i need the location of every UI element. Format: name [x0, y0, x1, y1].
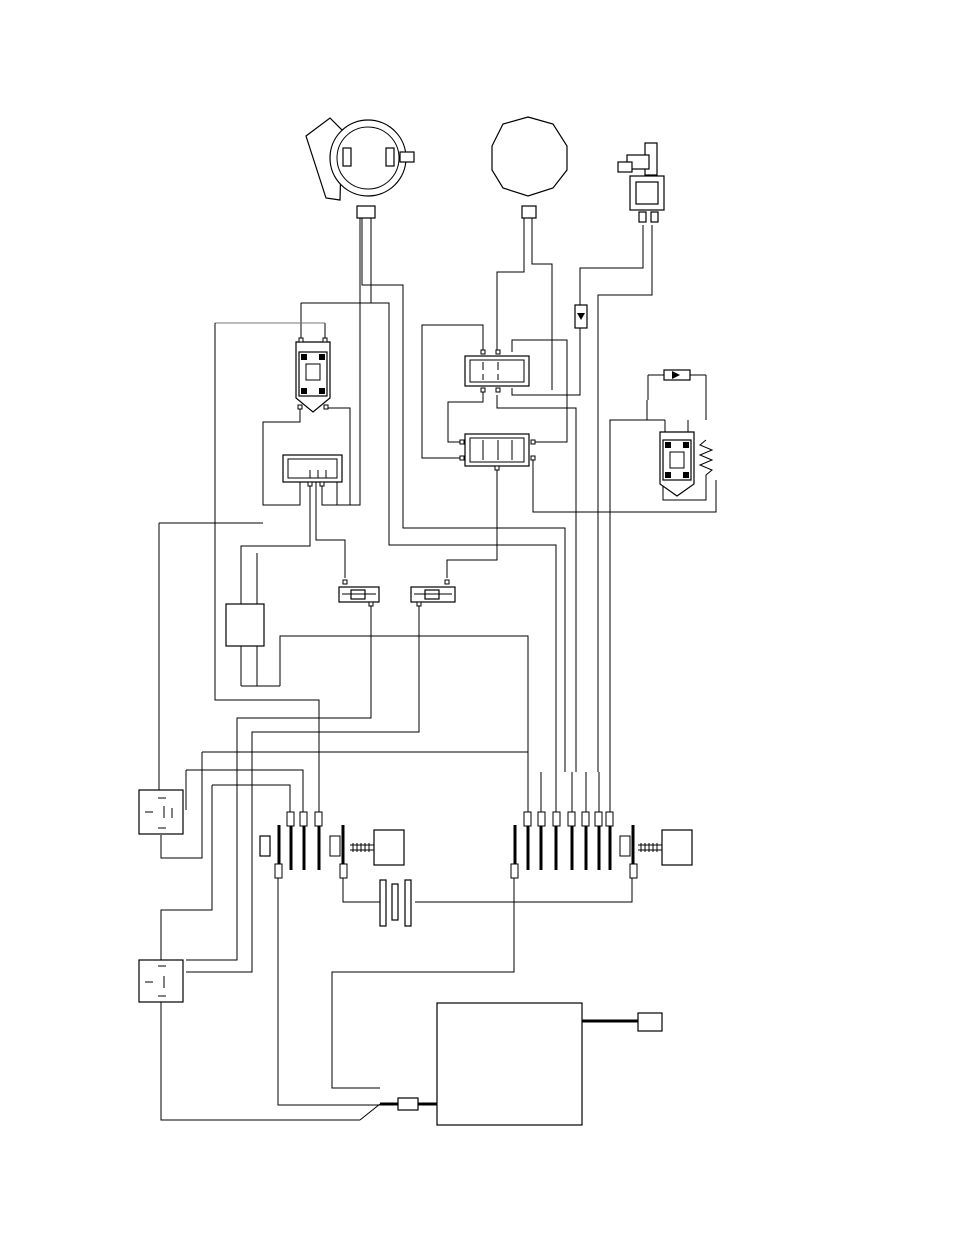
switch-module-left: [283, 455, 342, 486]
diode-icon: [664, 370, 690, 380]
junction-box-icon: [226, 604, 264, 646]
connector-right: [511, 812, 637, 878]
fuse-icon: [339, 580, 379, 606]
switch-module-center-bottom: [460, 434, 535, 470]
relay-left-upper: [296, 338, 330, 412]
blower-motor-icon: [306, 118, 414, 218]
solenoid-valve-icon: [618, 143, 664, 222]
relay-square-2: [139, 960, 183, 1002]
harness-plug: [582, 1013, 662, 1031]
fuse-icon: [411, 580, 455, 606]
diode-icon: [575, 305, 587, 328]
plug-icon: [350, 830, 404, 865]
octagon-sensor-icon: [492, 117, 567, 218]
connector-strips: [380, 880, 411, 926]
connector-left: [260, 812, 347, 878]
bottom-harness: [360, 1098, 437, 1120]
switch-module-center-top: [465, 350, 529, 392]
relay-right: [660, 432, 694, 496]
control-module-icon: [437, 1003, 582, 1125]
relay-square-1: [139, 790, 183, 834]
plug-icon: [638, 830, 692, 865]
wire-network: [159, 218, 716, 1120]
resistor-icon: [700, 440, 712, 482]
